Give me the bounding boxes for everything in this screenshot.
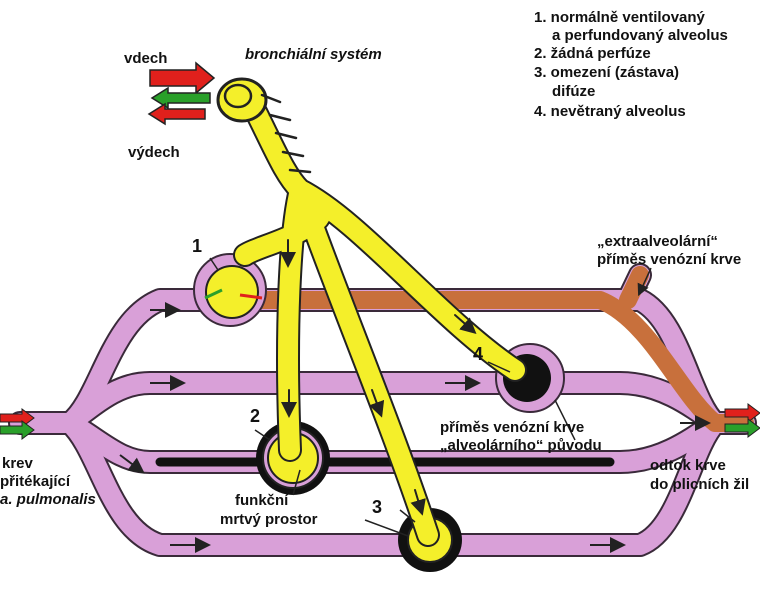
extraalveolar-label-1: „extraalveolární“ [597,233,718,250]
inflow-label-2: přitékající [0,473,71,490]
inhale-arrow-icon [149,61,216,95]
inflow-label-1: krev [2,455,34,472]
dead-space-label-1: funkční [235,492,289,509]
exhale-arrow-red-icon [147,102,206,126]
legend-item-3a: 3. omezení (zástava) [534,64,679,81]
exhale-label: výdech [128,144,180,161]
outlet-arrows [724,403,760,438]
legend-item-2: 2. žádná perfúze [534,45,651,62]
number-3: 3 [372,497,382,517]
inflow-label-3: a. pulmonalis [0,491,96,508]
legend-item-1b: a perfundovaný alveolus [552,27,728,44]
number-2: 2 [250,406,260,426]
alveolar-admixture-label-2: „alveolárního“ původu [440,437,602,454]
legend-item-4: 4. nevětraný alveolus [534,103,686,120]
bronchial-tree [216,77,527,547]
number-4: 4 [473,344,483,364]
vessel-network [8,263,757,557]
legend: 1. normálně ventilovaný a perfundovaný a… [534,9,728,120]
alveolar-admixture-label-1: příměs venózní krve [440,419,584,436]
alveolus-1 [193,253,267,327]
bronchial-system-label: bronchiální systém [245,46,382,63]
legend-item-3b: difúze [552,83,595,100]
inhale-label: vdech [124,50,167,67]
outflow-label-2: do plicních žil [650,476,749,493]
exhale-arrow-green-icon [150,86,211,110]
inlet-arrows [0,408,35,440]
breathing-arrows [147,61,216,126]
legend-item-1a: 1. normálně ventilovaný [534,9,706,26]
number-1: 1 [192,236,202,256]
outflow-label-1: odtok krve [650,457,726,474]
dead-space-label-2: mrtvý prostor [220,511,318,528]
extraalveolar-label-2: příměs venózní krve [597,251,741,268]
flow-arrows [119,302,711,553]
